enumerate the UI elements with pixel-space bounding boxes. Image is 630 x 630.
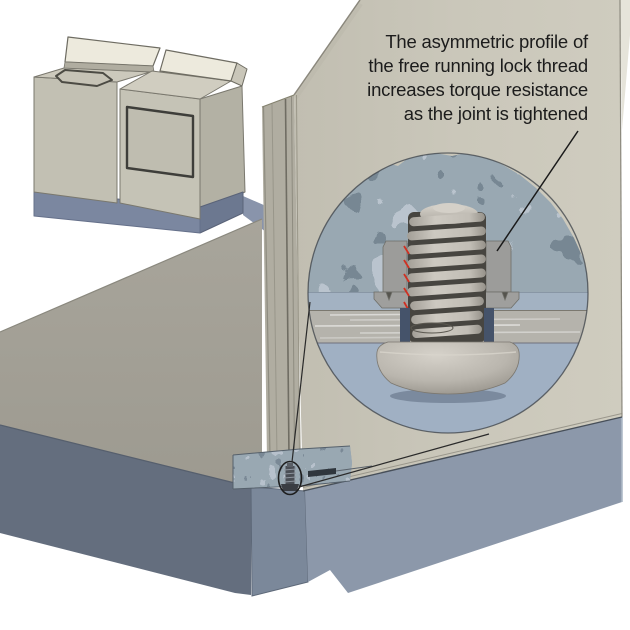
corner-trim-face	[262, 95, 301, 461]
sheet-slot	[308, 468, 336, 477]
annotation-leader-line	[496, 130, 579, 252]
clearance-hole-left	[400, 308, 410, 342]
panel-base-boundary	[302, 416, 623, 492]
annotation-text: The asymmetric profile of the free runni…	[367, 31, 588, 124]
source-screw-mini	[281, 463, 299, 491]
side-panel-bevel-edge	[293, 0, 361, 96]
thread-ridge	[409, 212, 485, 227]
trim-line	[291, 96, 295, 460]
head-edge-highlight	[379, 351, 517, 356]
source-callout-ellipse	[277, 460, 303, 496]
thread-ridge	[407, 240, 486, 255]
dryer-backguard-endcap	[230, 62, 248, 87]
washer-dryer-thumbnail	[33, 36, 266, 234]
thread-ridge	[407, 226, 486, 241]
cabinet-front-face	[0, 219, 262, 487]
panel-base-shadow-line	[302, 413, 623, 488]
trim-line	[284, 98, 290, 459]
base-corner-mid	[250, 486, 309, 597]
washer-backguard	[64, 36, 161, 67]
detail-circle	[308, 153, 588, 433]
trim-line	[262, 106, 271, 457]
screw-pan-head	[376, 341, 520, 395]
flange-notch	[501, 291, 509, 302]
thread-ridge	[407, 268, 486, 283]
thread-ridge	[411, 310, 483, 325]
head-shadow	[390, 389, 506, 403]
flange-notch	[385, 291, 393, 302]
trim-top-edge	[261, 94, 295, 108]
thread-contact-marks	[403, 245, 410, 310]
dryer-door-window	[125, 105, 195, 179]
side-panel-bevel-shade	[294, 2, 363, 100]
thread-edge-line	[410, 322, 454, 334]
side-panel-right-edge	[619, 0, 623, 418]
thread-ridge	[407, 282, 486, 297]
slot-edge-line	[335, 465, 373, 472]
callout-line-upper	[291, 301, 311, 463]
side-panel-right-sliver	[620, 0, 630, 130]
base-front-dark	[0, 425, 251, 595]
base-front-top-edge	[0, 424, 252, 488]
detail-circle-ring	[307, 152, 589, 434]
washer-front-panel	[33, 76, 118, 204]
clearance-hole-right	[484, 308, 494, 342]
thread-ridge	[407, 254, 486, 269]
thread-ridge	[410, 296, 484, 311]
screw-tip-top	[433, 203, 465, 213]
strip-top-edge	[232, 445, 351, 456]
trim-line	[271, 103, 278, 458]
callout-line-lower	[298, 433, 490, 488]
screw-threads	[407, 212, 486, 339]
washer-lid-opening	[55, 69, 113, 87]
screw	[376, 203, 520, 403]
corner-trim	[261, 94, 301, 461]
retainer-left-wall	[382, 240, 408, 293]
base-right-band	[303, 417, 622, 593]
cabinet-front-top-edge	[0, 218, 263, 333]
detail-callout	[277, 301, 490, 496]
